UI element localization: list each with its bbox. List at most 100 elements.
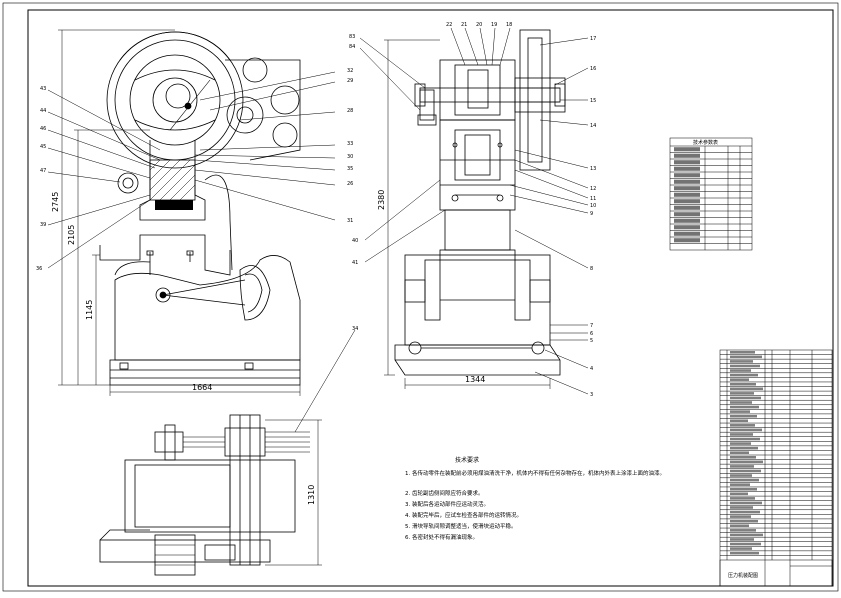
svg-text:33: 33 — [347, 141, 353, 147]
parameter-table-cell — [674, 225, 700, 230]
bom-cell — [730, 405, 759, 409]
plan-dimensions — [265, 329, 356, 566]
dim-2380: 2380 — [377, 190, 386, 210]
svg-text:8: 8 — [590, 266, 593, 272]
svg-text:3: 3 — [590, 392, 593, 398]
bom-cell — [730, 524, 749, 528]
svg-text:36: 36 — [36, 266, 42, 272]
svg-text:4: 4 — [590, 366, 593, 372]
note-4: 4. 装配完毕后，应试车检查各部件的运转情况。 — [405, 511, 522, 519]
bom-cell — [730, 396, 761, 400]
side-crown — [439, 59, 516, 121]
bom-cell — [730, 369, 751, 372]
bom-cell — [730, 351, 755, 354]
inner-frame — [27, 9, 834, 587]
svg-text:43: 43 — [40, 86, 46, 92]
bom-cell — [730, 474, 752, 477]
bom-cell — [730, 547, 752, 550]
bom-cell — [730, 492, 748, 496]
side-leaders — [359, 27, 589, 395]
bom-cell — [730, 529, 756, 532]
side-view — [394, 29, 566, 376]
front-view — [99, 31, 301, 386]
parameter-table-cell — [674, 186, 700, 191]
svg-text:20: 20 — [476, 22, 482, 28]
svg-text:22: 22 — [446, 22, 452, 28]
bom-cell — [730, 483, 750, 486]
svg-text:32: 32 — [347, 68, 353, 74]
front-leaders — [47, 71, 336, 269]
bom-cell — [730, 487, 757, 491]
front-base — [114, 255, 301, 361]
svg-text:6: 6 — [590, 331, 593, 337]
parameter-table-cell — [674, 212, 700, 217]
dim-1664: 1664 — [192, 383, 212, 392]
svg-text:39: 39 — [40, 222, 46, 228]
bom-cell — [730, 433, 753, 436]
bom-cell — [730, 360, 753, 363]
side-body — [439, 119, 516, 211]
svg-text:5: 5 — [590, 338, 593, 344]
flywheel-outer — [106, 31, 244, 169]
svg-text:18: 18 — [506, 22, 512, 28]
bom-cell — [730, 465, 754, 468]
bom-cell — [730, 419, 748, 423]
bom-cell — [730, 542, 761, 546]
svg-text:7: 7 — [590, 323, 593, 329]
svg-text:28: 28 — [347, 108, 353, 114]
bom-cell — [730, 428, 762, 432]
notes-heading: 技术要求 — [455, 456, 479, 464]
svg-text:44: 44 — [40, 108, 46, 114]
bom-cell — [730, 456, 756, 459]
bom-cell — [730, 497, 755, 500]
plan-balloon: 34 — [352, 326, 358, 332]
svg-text:17: 17 — [590, 36, 596, 42]
parameter-table-cell — [674, 160, 700, 165]
parameter-table-cell — [674, 199, 700, 204]
bom-cell — [730, 414, 757, 418]
side-flywheel — [519, 29, 551, 171]
svg-text:41: 41 — [352, 260, 358, 266]
parameter-table-cell — [674, 231, 700, 236]
bom-cell — [730, 401, 752, 404]
svg-text:45: 45 — [40, 144, 46, 150]
bom-cell — [730, 446, 758, 450]
bom-cell — [730, 519, 758, 523]
bom-cell — [730, 533, 763, 537]
svg-text:16: 16 — [590, 66, 596, 72]
note-3: 3. 装配后各运动部件应运动灵活。 — [405, 500, 489, 508]
flywheel-hub — [165, 83, 191, 109]
bom-cell — [730, 387, 763, 391]
bom-cell — [730, 392, 754, 395]
note-2: 2. 齿轮副齿侧间隙应符合要求。 — [405, 489, 484, 497]
svg-text:14: 14 — [590, 123, 596, 129]
technical-notes: 技术要求 1. 各传动零件在装配前必须用煤油清洗干净，机体内不得有任何杂物存在，… — [405, 456, 665, 541]
side-balloons: 83 84 22 21 20 19 18 17 16 15 14 13 12 1… — [349, 22, 596, 398]
bom-cell — [730, 442, 751, 445]
svg-text:29: 29 — [347, 78, 353, 84]
svg-text:19: 19 — [491, 22, 497, 28]
bom-cell — [730, 424, 755, 427]
svg-text:15: 15 — [590, 98, 596, 104]
bom-cell — [730, 515, 751, 518]
plan-view — [99, 414, 310, 576]
parameter-table-title: 技术参数表 — [693, 139, 718, 146]
parameter-table-cell — [674, 147, 700, 152]
dim-1344: 1344 — [465, 375, 485, 384]
svg-text:83: 83 — [349, 34, 355, 40]
front-dimensions — [58, 29, 301, 396]
dim-2105: 2105 — [67, 225, 76, 245]
bom-cell — [730, 478, 759, 482]
front-slide-block — [149, 159, 196, 201]
svg-text:46: 46 — [40, 126, 46, 132]
parameter-table-cell — [674, 238, 700, 243]
bom-cell — [730, 364, 760, 368]
side-dimensions — [384, 39, 551, 389]
svg-text:9: 9 — [590, 211, 593, 217]
title-block — [719, 559, 833, 587]
svg-text:35: 35 — [347, 166, 353, 172]
svg-text:30: 30 — [347, 154, 353, 160]
bom-cell — [730, 382, 756, 386]
